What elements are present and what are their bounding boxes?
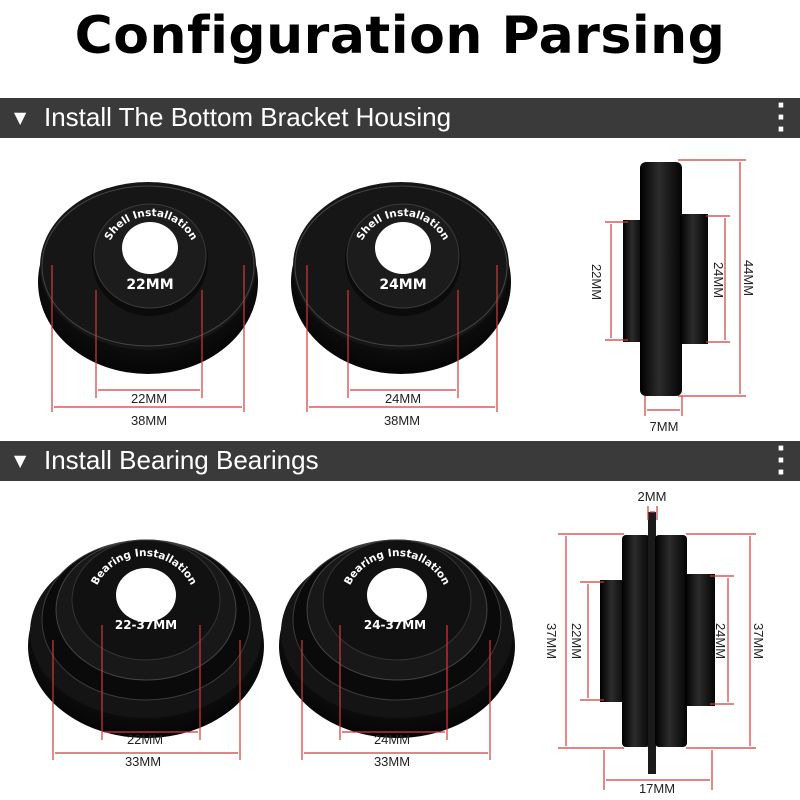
size-label: 24-37MM [364, 618, 426, 632]
dimension-label: 38MM [131, 413, 167, 428]
shell-tool-side-view [623, 162, 708, 396]
section-header-bearings[interactable]: ▼ Install Bearing Bearings ··· [0, 434, 800, 488]
dimension-label: 7MM [650, 419, 679, 434]
size-label: 24MM [379, 277, 426, 293]
shell-tool-24mm: Shell Installation 24MM [291, 182, 511, 374]
dimension-label: 33MM [125, 754, 161, 769]
vertical-dots-icon[interactable]: ··· [776, 434, 786, 488]
bearing-tool-24-37mm: Bearing Installation 24-37MM [279, 539, 515, 738]
shell-tool-22mm: Shell Installation 22MM [38, 182, 258, 374]
dimension-label: 22MM [131, 391, 167, 406]
dimension-label: 22MM [569, 623, 584, 659]
section-label: Install The Bottom Bracket Housing [44, 102, 452, 132]
dimension-label: 37MM [751, 623, 766, 659]
dimension-label: 24MM [711, 262, 726, 298]
dimension-label: 22MM [589, 264, 604, 300]
dimension-label: 24MM [374, 732, 410, 747]
dimension-label: 24MM [385, 391, 421, 406]
vertical-dots-icon[interactable]: ··· [776, 91, 786, 145]
size-label: 22MM [126, 277, 173, 293]
dimension-label: 17MM [639, 781, 675, 796]
page-title: Configuration Parsing [74, 6, 726, 66]
dimension-label: 22MM [127, 732, 163, 747]
dimension-label: 2MM [638, 489, 667, 504]
dimension-label: 33MM [374, 754, 410, 769]
bearing-tool-22-37mm: Bearing Installation 22-37MM [28, 539, 264, 738]
size-label: 22-37MM [115, 618, 177, 632]
dimension-label: 44MM [741, 260, 756, 296]
triangle-down-icon[interactable]: ▼ [14, 451, 27, 470]
dimension-label: 24MM [713, 623, 728, 659]
dimension-label: 37MM [544, 623, 559, 659]
bearing-tool-side-view [600, 512, 715, 774]
triangle-down-icon[interactable]: ▼ [14, 108, 27, 127]
section-label: Install Bearing Bearings [44, 445, 319, 475]
section-header-bottom-bracket[interactable]: ▼ Install The Bottom Bracket Housing ··· [0, 91, 800, 145]
dimension-label: 38MM [384, 413, 420, 428]
